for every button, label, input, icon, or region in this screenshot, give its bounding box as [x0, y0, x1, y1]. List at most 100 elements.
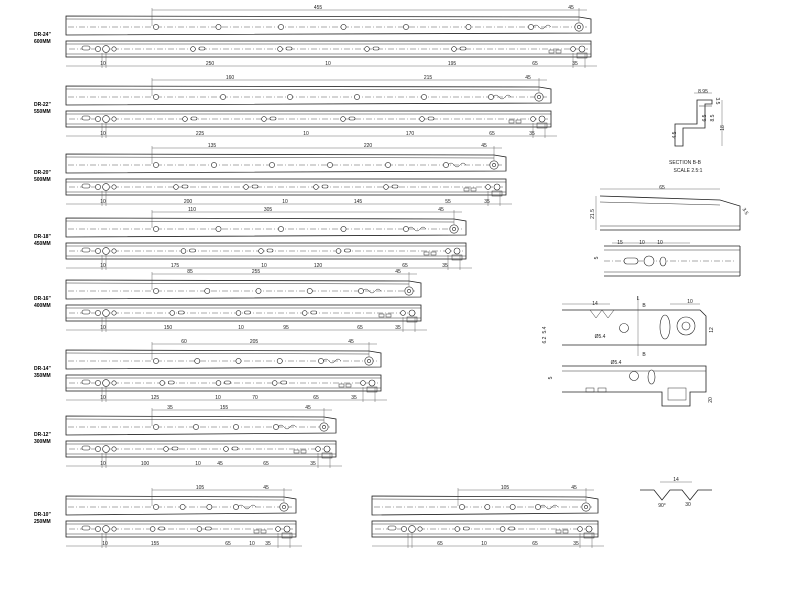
detail-outline	[562, 365, 707, 407]
detail-dim: 14	[673, 477, 679, 483]
mounting-hole	[190, 46, 196, 52]
section-dim: 6.5	[702, 114, 708, 121]
slot	[177, 310, 185, 315]
mounting-hole	[159, 380, 165, 386]
mounting-hole	[421, 94, 427, 100]
rear-hole	[102, 183, 110, 191]
mounting-hole	[313, 184, 319, 190]
mounting-hole	[419, 116, 425, 122]
bottom-dimension-label: 145	[354, 199, 363, 205]
cabinet-member-outline	[65, 178, 507, 196]
detent-wave	[447, 162, 467, 168]
mounting-hole	[163, 446, 169, 452]
mounting-hole	[454, 526, 461, 532]
drawer-member-outline	[65, 415, 337, 436]
rail-size-label: DR-18"	[34, 234, 51, 240]
mounting-hole	[153, 226, 159, 232]
slot	[391, 184, 399, 189]
slot	[81, 183, 91, 189]
bottom-dimension-label: 65	[532, 541, 538, 547]
top-dimension-label: 45	[263, 485, 269, 491]
front-hole	[275, 526, 281, 532]
mounting-hole	[302, 310, 308, 316]
top-dimension-label: 45	[525, 75, 531, 81]
slot	[190, 116, 198, 121]
bottom-dimension-label: 10	[100, 61, 106, 67]
rail-length-label: 600MM	[34, 39, 51, 45]
rear-hole	[417, 526, 423, 532]
detail-dim: B	[642, 303, 646, 309]
detail-dim: 30	[685, 502, 691, 508]
roller-housing	[576, 52, 588, 59]
slot	[251, 184, 259, 189]
mounting-hole	[451, 46, 457, 52]
slot	[231, 446, 239, 451]
detail-dim: 15	[617, 240, 623, 246]
rear-hole	[95, 380, 101, 386]
mounting-hole	[180, 248, 187, 254]
detail-dim: 12	[709, 327, 715, 333]
front-hole	[400, 310, 406, 316]
rear-hole	[111, 46, 117, 52]
slot	[198, 46, 206, 51]
mounting-hole	[340, 116, 346, 122]
mounting-hole	[215, 24, 222, 30]
rail-size-label: DR-16"	[34, 296, 51, 302]
top-dimension-label: 305	[264, 207, 273, 213]
detail-dim: 10	[657, 240, 663, 246]
cabinet-member-outline	[65, 440, 337, 458]
drawer-member-edge	[65, 88, 540, 91]
drawer-member-outline	[65, 217, 467, 238]
slot	[344, 248, 351, 253]
detail-dim: Ø5.4	[611, 360, 622, 366]
mounting-hole	[465, 24, 472, 30]
top-dimension-label: 105	[501, 485, 510, 491]
mounting-hole	[306, 288, 313, 294]
rail-length-label: 300MM	[34, 439, 51, 445]
mounting-hole	[509, 504, 516, 510]
drawer-member-edge	[65, 156, 495, 159]
bottom-dimension-label: 10	[100, 461, 106, 467]
top-dimension-label: 215	[424, 75, 433, 81]
slot	[285, 46, 293, 51]
bottom-dimension-label: 65	[263, 461, 269, 467]
mounting-hole	[443, 162, 449, 168]
bottom-dimension-label: 65	[225, 541, 231, 547]
detail-dim: L	[637, 296, 640, 302]
rear-hole	[95, 526, 101, 532]
small-window	[430, 251, 437, 256]
bottom-dimension-label: 10	[325, 61, 331, 67]
small-window	[338, 383, 345, 388]
bottom-dimension-label: 10	[100, 131, 106, 137]
rear-hole	[111, 380, 117, 386]
bottom-dimension-label: 155	[151, 541, 160, 547]
bottom-dimension-label: 65	[532, 61, 538, 67]
drawer-member-edge	[65, 220, 455, 223]
detail-dim: 21.5	[590, 209, 596, 219]
top-dimension-label: 45	[568, 5, 574, 11]
rear-hole	[111, 248, 117, 254]
top-dimension-label: 205	[250, 339, 259, 345]
mounting-hole	[206, 504, 213, 510]
detent-wave	[322, 358, 342, 364]
rear-hole	[95, 248, 101, 254]
rear-hole	[111, 310, 117, 316]
rear-hole	[102, 445, 110, 453]
cabinet-member-outline	[65, 520, 297, 538]
drawer-member-edge	[65, 352, 370, 355]
bottom-dimension-label: 70	[252, 395, 258, 401]
bottom-dimension-label: 65	[437, 541, 443, 547]
mounting-hole	[153, 288, 159, 294]
mounting-hole	[149, 526, 156, 532]
slot	[167, 380, 175, 385]
front-bracket-hole-inner	[407, 289, 411, 293]
drawer-member-outline	[65, 495, 297, 516]
mounting-hole	[255, 288, 262, 294]
section-dim: 8.95	[698, 89, 708, 95]
small-window	[585, 387, 595, 393]
